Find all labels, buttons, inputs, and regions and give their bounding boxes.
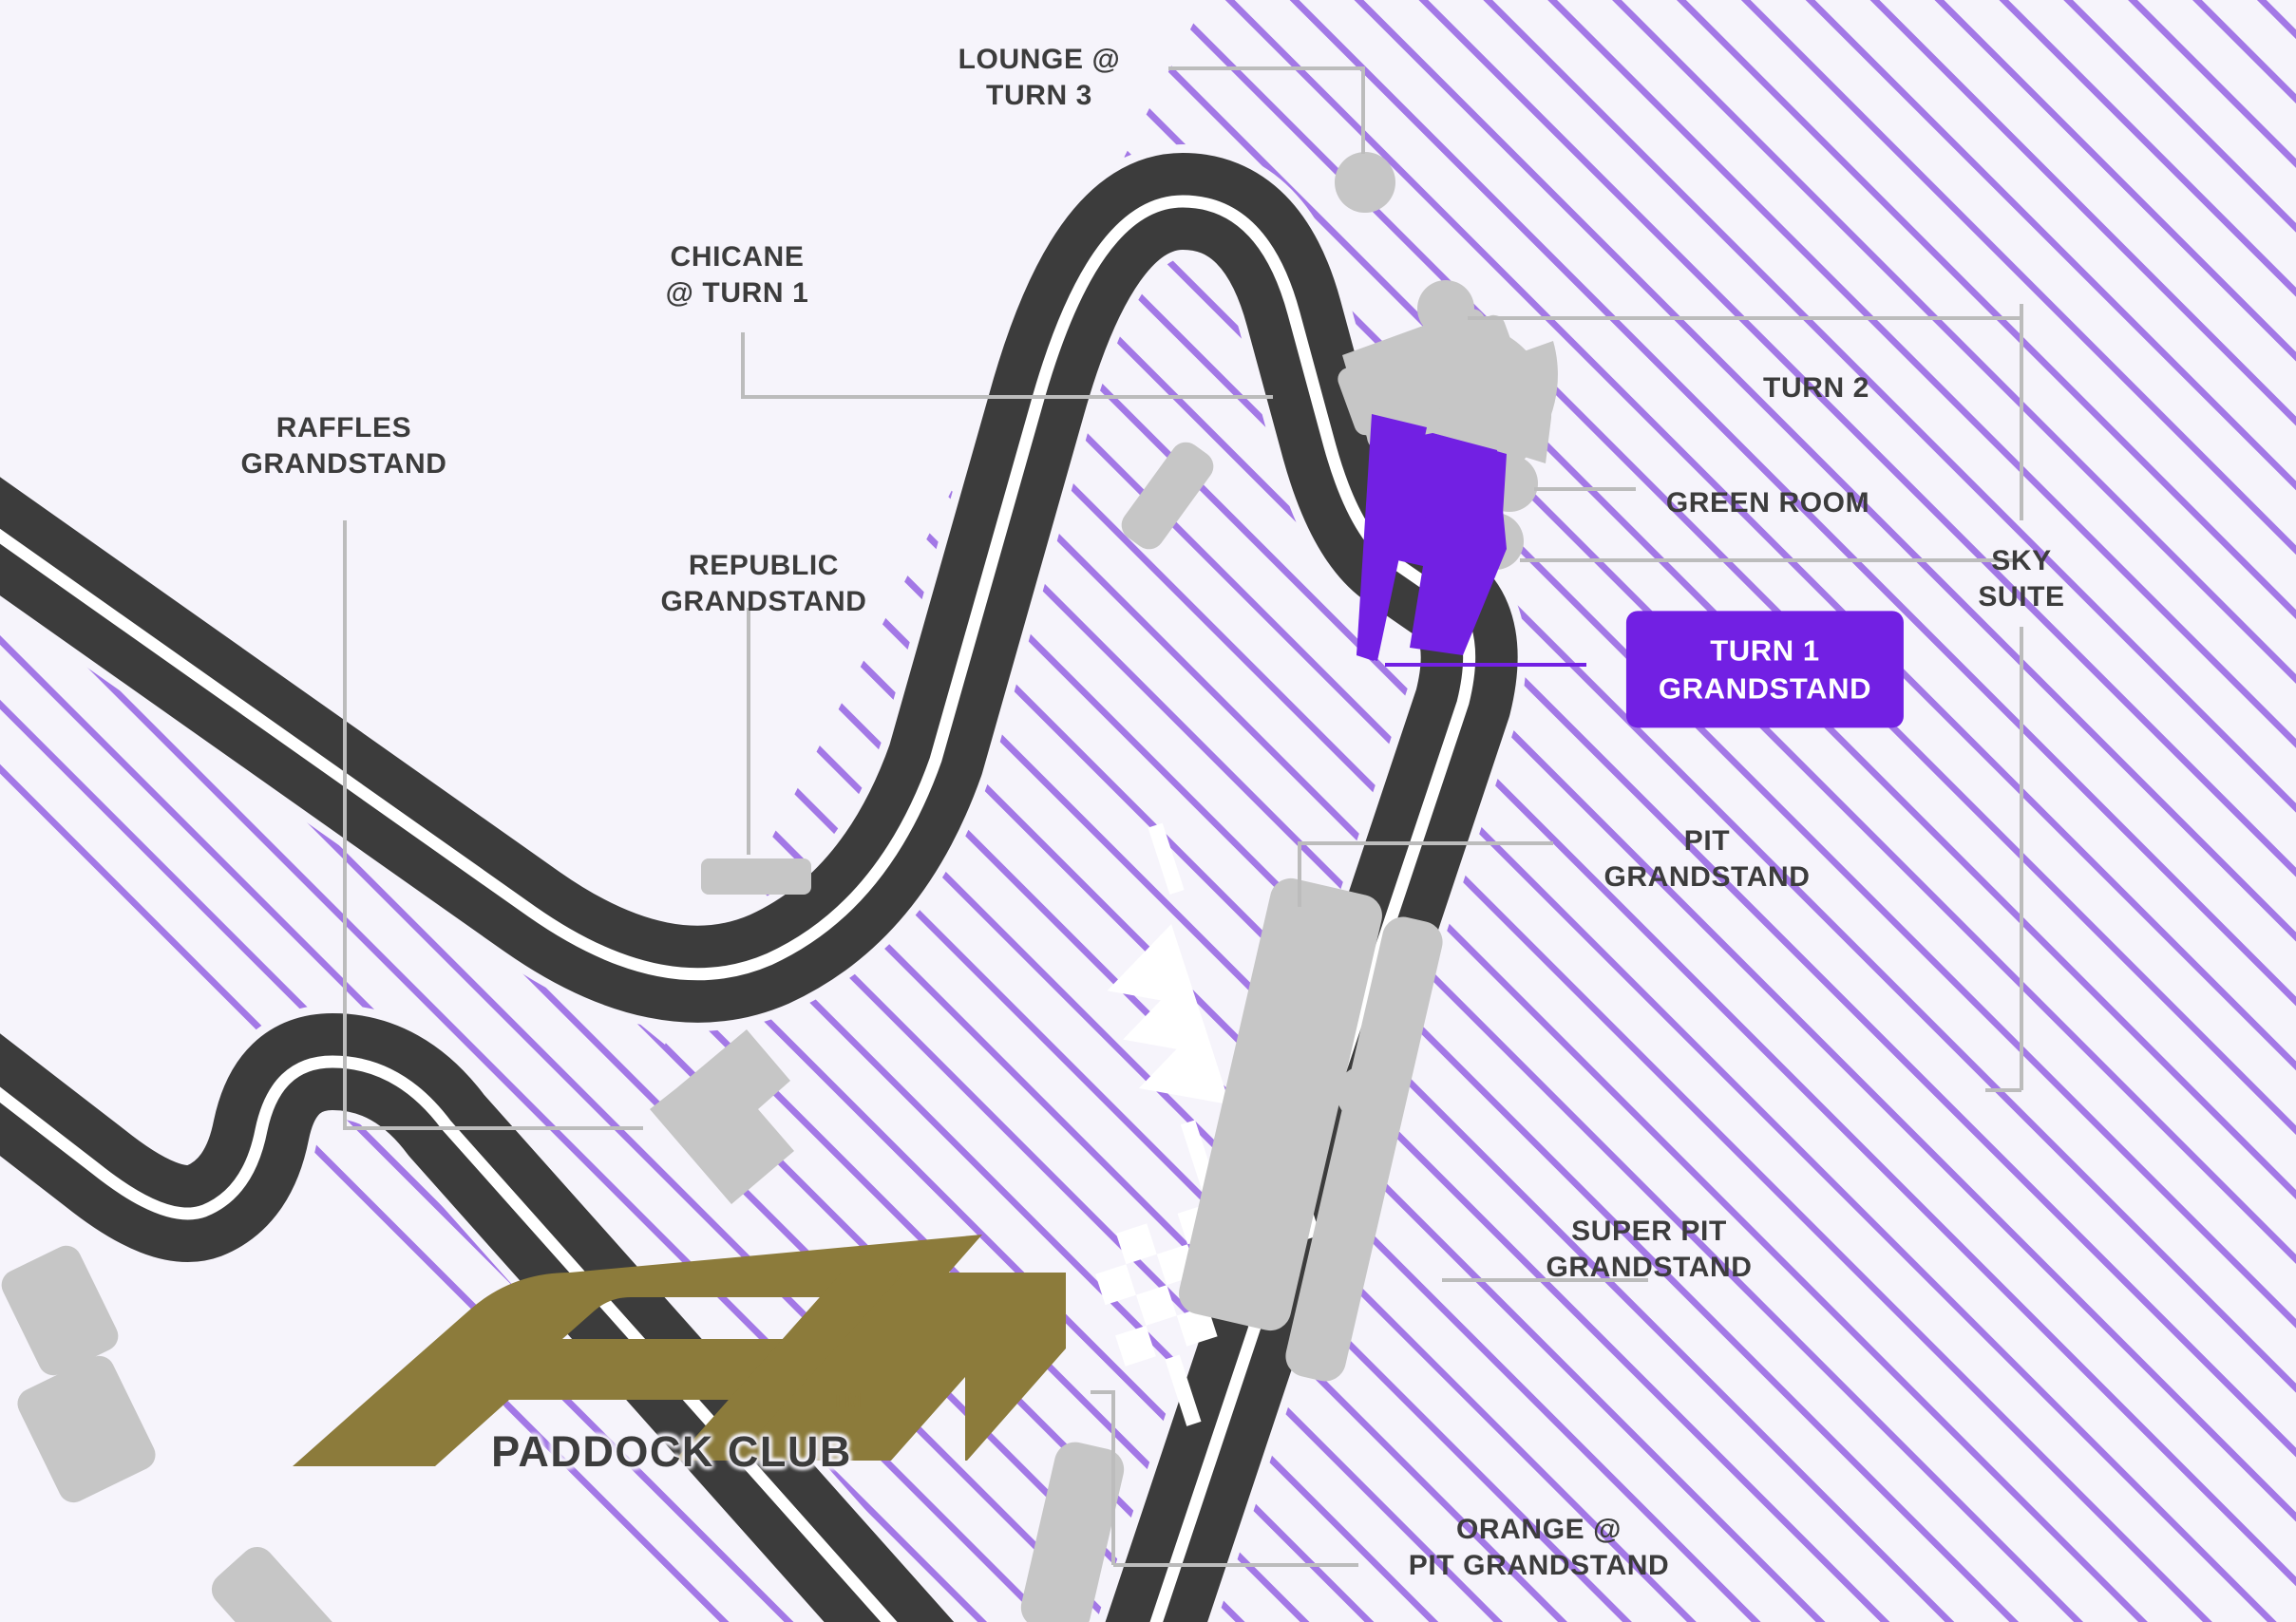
- building-raffles-grandstand: [650, 1029, 794, 1204]
- label-raffles-grandstand: RAFFLES GRANDSTAND: [240, 412, 447, 480]
- facility-marker-lounge-turn-3: [1335, 152, 1395, 213]
- building-pit-grandstand-b: [1285, 916, 1443, 1382]
- leader-line-orange-pit-grandstand-drop: [1091, 1390, 1115, 1565]
- building-pit-grandstand-a: [1179, 877, 1382, 1331]
- paddock-club-wordmark: PADDOCK CLUB: [491, 1427, 852, 1476]
- label-lounge-turn-3: LOUNGE @ TURN 3: [958, 44, 1121, 111]
- label-orange-pit-grandstand: ORANGE @ PIT GRANDSTAND: [1408, 1514, 1670, 1581]
- facility-marker-super-pit: [1337, 1066, 1394, 1122]
- building-lower-left-c: [211, 1546, 386, 1622]
- leader-line-lounge-turn-3: [1168, 66, 1365, 154]
- building-chicane-slab: [1121, 442, 1214, 550]
- building-republic-grandstand: [701, 858, 811, 895]
- label-turn-2: TURN 2: [1763, 372, 1869, 405]
- direction-arrows-group: [1107, 923, 1230, 1105]
- building-lower-left-a: [1, 1245, 119, 1376]
- label-sky-suite: SKY SUITE: [1978, 545, 2065, 613]
- leader-line-chicane-turn-1: [741, 332, 1273, 399]
- label-super-pit-grandstand: SUPER PIT GRANDSTAND: [1546, 1216, 1753, 1283]
- callout-turn-1-grandstand[interactable]: TURN 1 GRANDSTAND: [1625, 611, 1905, 728]
- leader-line-raffles-grandstand: [343, 520, 643, 1130]
- label-pit-grandstand: PIT GRANDSTAND: [1603, 825, 1811, 893]
- building-turn-2-curve: [1460, 323, 1552, 463]
- leader-line-pit-grandstand: [1298, 841, 1553, 907]
- label-chicane-turn-1: CHICANE @ TURN 1: [665, 241, 809, 309]
- track-centerline-lower: [0, 1055, 898, 1622]
- label-green-room: GREEN ROOM: [1665, 487, 1870, 519]
- label-republic-grandstand: REPUBLIC GRANDSTAND: [660, 550, 867, 617]
- trademark-mark: TM: [831, 1388, 863, 1412]
- building-orange-pit-grandstand: [1020, 1442, 1125, 1622]
- direction-arrow-icon: [1138, 1021, 1230, 1105]
- building-lower-left-b: [17, 1355, 156, 1503]
- f1-logo-icon: [293, 1235, 1066, 1466]
